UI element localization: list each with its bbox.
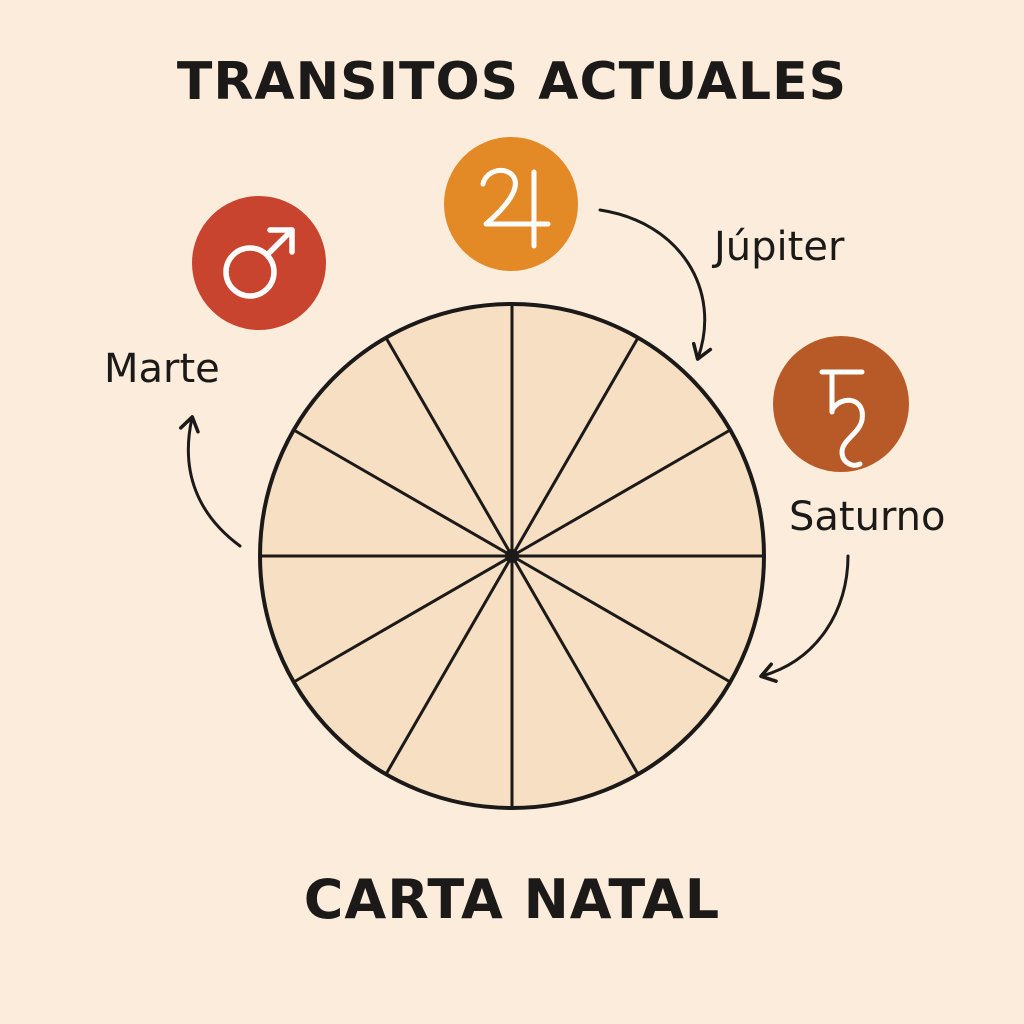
jupiter-label: Júpiter [714, 224, 845, 270]
natal-chart-title: CARTA NATAL [303, 868, 721, 931]
house-divider-line [293, 428, 513, 558]
mars-badge [192, 196, 326, 330]
jupiter-circle [444, 137, 578, 271]
jupiter-icon [480, 167, 551, 249]
saturn-label: Saturno [789, 494, 946, 540]
mars-icon [223, 227, 295, 299]
house-divider-line [293, 554, 513, 684]
house-dividers [260, 304, 764, 808]
mars-label: Marte [104, 346, 220, 392]
mars-circle [192, 196, 326, 330]
jupiter-transit-arrow [598, 208, 713, 361]
house-divider-line [384, 555, 514, 775]
transits-title: TRANSITOS ACTUALES [176, 52, 848, 112]
wheel-center [505, 549, 519, 563]
house-divider-line [384, 337, 514, 557]
house-divider-line [510, 555, 640, 775]
house-divider-line [511, 428, 731, 558]
jupiter-badge [444, 137, 578, 271]
mars-transit-arrow [179, 415, 242, 548]
saturn-transit-arrow [759, 554, 850, 683]
saturn-badge [773, 336, 909, 472]
house-divider-line [511, 554, 731, 684]
saturn-icon [819, 369, 865, 468]
natal-chart-wheel [258, 302, 766, 810]
house-divider-line [510, 337, 640, 557]
